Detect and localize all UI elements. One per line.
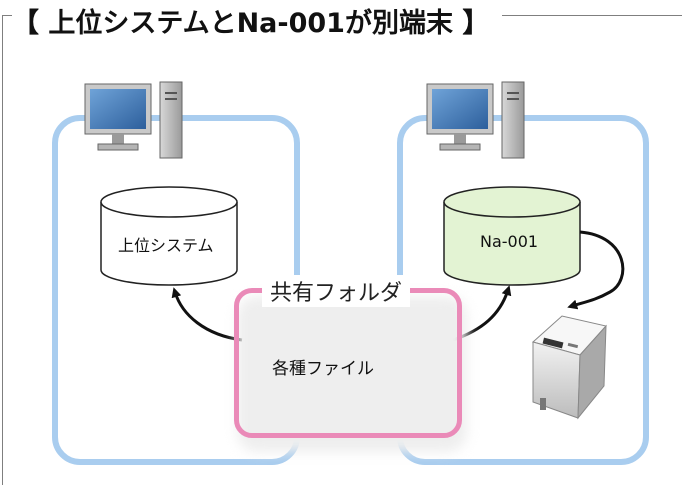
printer-icon [531,315,607,420]
arrow-to-printer [567,230,625,310]
na001-db-label: Na-001 [480,232,539,251]
database-cylinder-right [443,186,581,286]
title-frame-line [2,15,12,16]
title-frame-line [2,15,3,485]
computer-icon [426,81,525,159]
database-cylinder-left [100,186,238,286]
arrow-to-upper-system [171,287,243,342]
files-label: 各種ファイル [272,359,374,379]
shared-folder-label: 共有フォルダ [262,275,411,307]
upper-system-db-label: 上位システム [118,236,214,255]
diagram-title: 【 上位システムとNa-001が別端末 】 [12,8,490,39]
title-frame-line [502,15,682,16]
shared-folder-shadow [237,296,467,452]
computer-icon [84,81,183,159]
